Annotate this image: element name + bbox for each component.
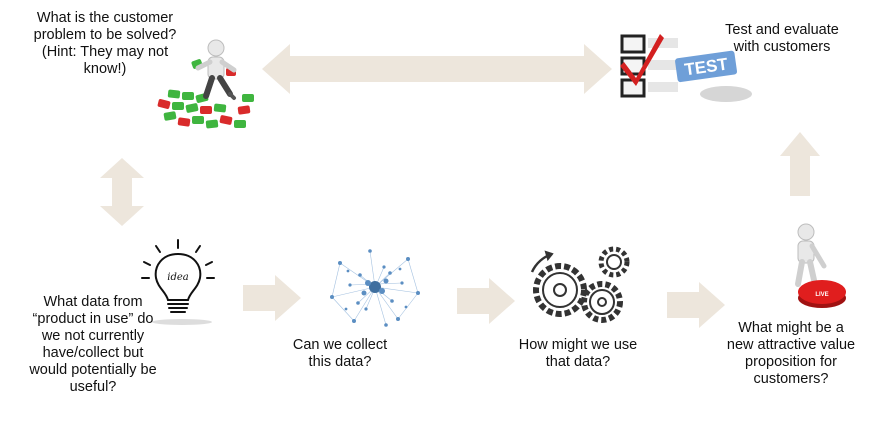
use-label-line: that data? (545, 354, 611, 370)
button-text: LIVE (815, 292, 828, 298)
problem-label: What is the customer problem to be solve… (26, 10, 184, 78)
test-label-line: with customers (733, 39, 831, 55)
gears-icon (530, 246, 630, 323)
value-label-line: proposition for (745, 354, 837, 370)
value-prop-label: What might be a new attractive value pro… (716, 320, 866, 388)
arrow-data-to-collect (243, 275, 301, 321)
data-label-line: would potentially be (29, 362, 157, 378)
problem-label-line: (Hint: They may not (41, 44, 169, 60)
problem-label-line: problem to be solved? (33, 27, 177, 43)
arrow-up-to-test (780, 132, 820, 196)
data-label-line: have/collect but (42, 345, 144, 361)
collect-label-line: this data? (308, 354, 372, 370)
data-label-line: we not currently (41, 328, 145, 344)
value-label-line: new attractive value (726, 337, 856, 353)
double-arrow-problem-test (262, 44, 612, 94)
problem-label-line: What is the customer (36, 10, 174, 26)
problem-label-line: know!) (83, 61, 127, 77)
network-graph-icon (330, 249, 420, 327)
arrow-collect-to-use (457, 278, 515, 324)
collect-label: Can we collect this data? (280, 337, 400, 371)
person-pressing-button-icon: LIVE (795, 223, 846, 308)
collect-label-line: Can we collect (292, 337, 388, 353)
data-from-product-label: What data from “product in use” do we no… (10, 294, 176, 396)
data-label-line: “product in use” do (32, 311, 154, 327)
puzzle-person-icon (157, 39, 254, 129)
lightbulb-idea-icon: idea (141, 239, 215, 325)
arrow-use-to-value (667, 282, 725, 328)
test-label: Test and evaluate with customers (712, 22, 852, 56)
test-label-line: Test and evaluate (725, 22, 839, 38)
double-arrow-problem-data (100, 158, 144, 226)
lightbulb-text: idea (167, 272, 189, 283)
use-label: How might we use that data? (512, 337, 644, 371)
data-label-line: useful? (69, 379, 117, 395)
value-label-line: What might be a (738, 320, 844, 336)
data-label-line: What data from (43, 294, 143, 310)
use-label-line: How might we use (518, 337, 638, 353)
test-checklist-icon: TEST (620, 34, 752, 102)
value-label-line: customers? (753, 371, 829, 387)
